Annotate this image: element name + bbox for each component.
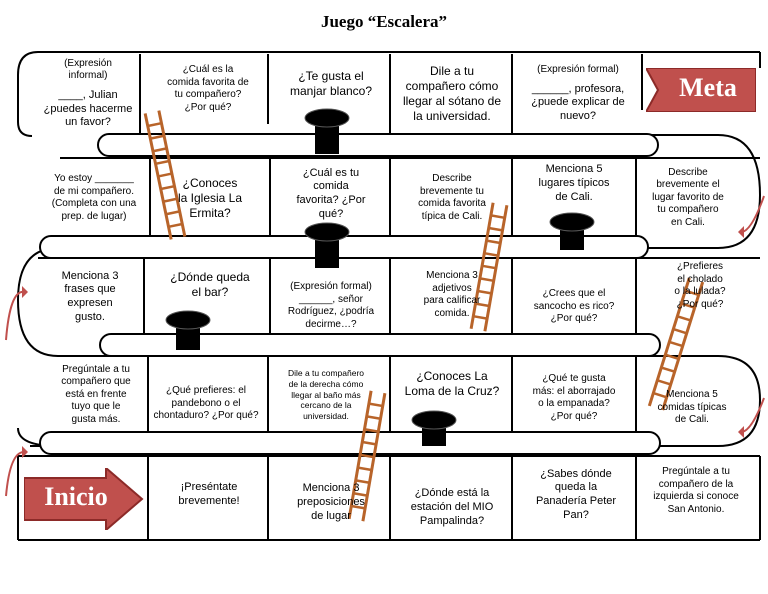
goal-flag-icon xyxy=(646,68,756,112)
hole-icon xyxy=(165,310,211,330)
ladder-rung xyxy=(163,197,178,203)
ladder-rung xyxy=(366,415,381,421)
ladder-rung xyxy=(668,340,684,348)
ladder-rung xyxy=(664,353,680,361)
turn-arrow-icon xyxy=(5,451,25,497)
path-band xyxy=(39,235,649,259)
path-band xyxy=(97,133,659,157)
ladder-rung xyxy=(481,264,497,270)
ladder-rung xyxy=(676,315,692,322)
arrowhead-icon xyxy=(22,286,28,298)
ladder-rung xyxy=(353,491,368,497)
ladder-rung xyxy=(473,314,488,320)
ladder-rung xyxy=(488,226,503,232)
ladder-rung xyxy=(357,466,372,472)
hole-icon xyxy=(304,222,350,242)
page-title: Juego “Escalera” xyxy=(320,12,448,31)
ladder-rung xyxy=(477,289,492,295)
ladder-rung xyxy=(362,440,377,446)
hole-icon xyxy=(304,108,350,128)
ladder-rung xyxy=(150,134,165,140)
ladder-rung xyxy=(684,289,700,297)
ladder-rung xyxy=(160,184,175,191)
ladder-rung xyxy=(359,453,375,459)
ladder-rung xyxy=(157,172,173,178)
ladder-rung xyxy=(479,277,494,283)
meta-label: Meta xyxy=(679,73,737,102)
inicio-badge: Inicio xyxy=(24,468,144,530)
ladder-rung xyxy=(656,379,672,386)
ladder-rung xyxy=(490,214,505,220)
ladder-rung xyxy=(660,366,676,373)
arrowhead-icon xyxy=(22,446,28,458)
ladder-rung xyxy=(147,121,162,128)
path-band xyxy=(39,431,661,455)
ladder-rung xyxy=(168,222,183,229)
ladder-rung xyxy=(486,239,501,245)
inicio-label: Inicio xyxy=(44,482,108,511)
ladder-rung xyxy=(351,504,366,510)
ladder-rung xyxy=(155,159,170,166)
ladder-rung xyxy=(475,302,490,308)
arrowhead-icon xyxy=(738,426,744,438)
ladder-rung xyxy=(355,479,370,485)
ladder-rung xyxy=(364,427,379,433)
meta-badge: Meta xyxy=(646,68,756,112)
arrowhead-icon xyxy=(738,226,744,238)
ladder-rung xyxy=(652,391,668,399)
start-arrow-icon xyxy=(24,468,144,530)
ladder-rung xyxy=(484,251,499,257)
square-r1-5: (Expresión formal)______, profesora,¿pue… xyxy=(531,64,625,123)
ladder-rung xyxy=(165,210,180,216)
ladder-rung xyxy=(680,302,696,309)
hole-icon xyxy=(549,212,595,232)
ladder-rung xyxy=(368,402,383,408)
square-r2-1: Yo estoy _______de mi compañero.(Complet… xyxy=(51,173,137,222)
hole-icon xyxy=(411,410,457,430)
path-band xyxy=(99,333,661,357)
ladder-rung xyxy=(672,327,688,335)
ladder-rung xyxy=(152,147,167,153)
turn-arrow-icon xyxy=(5,291,25,341)
